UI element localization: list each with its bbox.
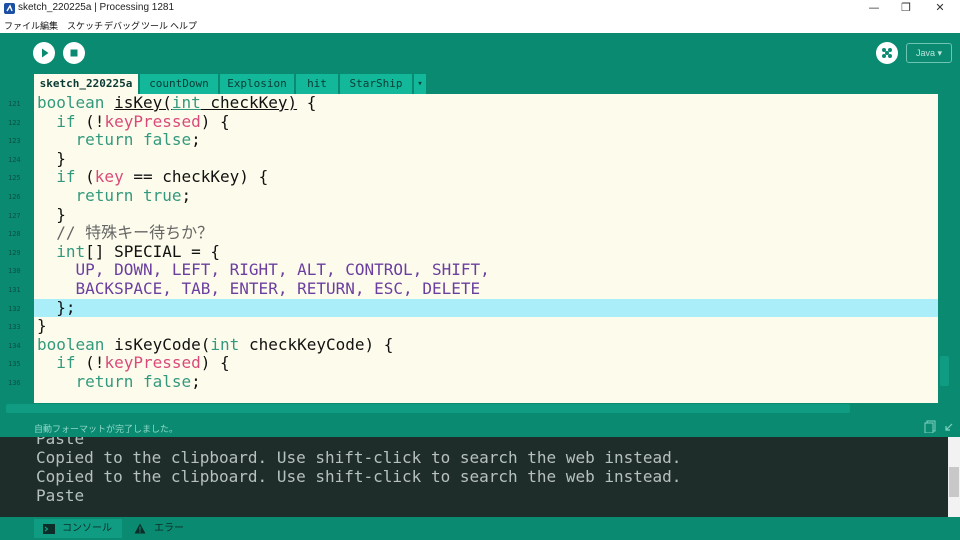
tab-hit[interactable]: hit [296,74,338,94]
tab-errors-label: エラー [154,523,184,534]
tab-countdown[interactable]: countDown [140,74,218,94]
code-line: 126 return true; [0,186,938,206]
menu-help[interactable]: ヘルプ [170,21,198,31]
code-line-current: 132 }; [0,297,938,318]
window-title: sketch_220225a | Processing 1281 [18,2,175,13]
line-number: 126 [8,193,21,201]
code-comment[interactable]: // 特殊キー待ちか？ [37,223,214,243]
copy-icon[interactable] [924,420,936,433]
code-editor[interactable]: 121 boolean isKey(int checkKey) { 122 if… [0,94,960,403]
menu-bar: ファイル 編集 スケッチ デバッグ ツール ヘルプ [0,17,960,33]
editor-background [34,94,938,403]
footer-bar: コンソール エラー [0,517,960,540]
run-button[interactable] [33,42,55,64]
line-number: 122 [8,118,21,127]
code-text[interactable]: return false; [75,372,201,391]
code-text[interactable]: boolean isKeyCode(int checkKeyCode) { [37,334,394,354]
code-line: 121 boolean isKey(int checkKey) { [0,94,938,113]
code-text[interactable]: if (!keyPressed) { [56,111,230,131]
code-line: 130 UP, DOWN, LEFT, RIGHT, ALT, CONTROL,… [0,261,938,280]
tab-starship[interactable]: StarShip [340,74,412,94]
code-text[interactable]: BACKSPACE, TAB, ENTER, RETURN, ESC, DELE… [75,279,481,298]
current-line-highlight [34,298,938,318]
line-number: 124 [8,155,21,164]
code-line: 123 return false; [0,130,938,150]
warning-icon [134,523,146,534]
code-line: 129 int[] SPECIAL = { [0,241,938,262]
editor-vertical-scrollbar[interactable] [940,356,949,386]
line-number: 135 [8,360,21,369]
code-text[interactable]: return true; [75,186,192,205]
code-text[interactable]: if (key == checkKey) { [56,167,269,187]
console-line: Copied to the clipboard. Use shift-click… [36,467,682,486]
code-text[interactable]: }; [37,297,76,317]
butterfly-icon [882,48,892,58]
code-text[interactable]: boolean isKey(int checkKey) { [37,94,317,112]
tab-sketch-220225a[interactable]: sketch_220225a [34,74,138,95]
terminal-icon [43,524,55,534]
collapse-icon[interactable] [944,422,954,432]
code-line: 124 } [0,148,938,169]
debug-button[interactable] [876,42,898,64]
stop-icon [70,49,78,57]
console-line: Paste [36,437,85,448]
line-number: 127 [8,211,21,220]
code-line: 134 boolean isKeyCode(int checkKeyCode) … [0,334,938,355]
code-line: 127 } [0,204,938,225]
line-number: 132 [8,304,21,313]
console-line: Paste [36,486,85,505]
line-number: 136 [8,379,21,387]
tab-console[interactable]: コンソール [34,519,122,538]
line-number: 125 [8,174,21,183]
status-bar: 自動フォーマットが完了しました。 [0,417,960,437]
title-bar: sketch_220225a | Processing 1281 — ❐ ✕ [0,0,960,17]
close-button[interactable]: ✕ [935,1,945,14]
code-text[interactable]: UP, DOWN, LEFT, RIGHT, ALT, CONTROL, SHI… [75,260,490,280]
editor-horizontal-scrollbar[interactable] [6,404,850,413]
line-number: 130 [8,267,21,276]
tab-explosion[interactable]: Explosion [220,74,294,94]
line-number: 121 [8,100,21,108]
code-text[interactable]: if (!keyPressed) { [56,353,230,373]
code-line: 125 if (key == checkKey) { [0,168,938,187]
code-text[interactable]: } [37,204,66,224]
menu-file[interactable]: ファイル [4,21,41,31]
line-number: 133 [8,323,21,332]
code-text[interactable]: } [37,148,66,168]
code-line: 128 // 特殊キー待ちか？ [0,223,938,243]
menu-debug[interactable]: デバッグ [104,21,141,31]
minimize-button[interactable]: — [868,1,880,14]
status-message: 自動フォーマットが完了しました。 [34,424,179,434]
code-text[interactable]: int[] SPECIAL = { [56,241,221,261]
mode-selector[interactable]: Java ▾ [906,43,952,63]
code-line: 122 if (!keyPressed) { [0,111,938,132]
line-number: 128 [8,230,21,239]
code-text[interactable]: } [37,316,47,336]
menu-tools[interactable]: ツール [141,21,169,31]
tab-menu-button[interactable]: ▾ [414,74,426,94]
toolbar: Java ▾ [0,33,960,73]
code-line: 136 return false; [0,372,938,392]
menu-edit[interactable]: 編集 [40,21,59,31]
tab-errors[interactable]: エラー [126,519,206,538]
console-scrollbar[interactable] [949,467,959,497]
line-number: 134 [8,341,21,350]
menu-sketch[interactable]: スケッチ [67,21,104,31]
stop-button[interactable] [63,42,85,64]
tab-console-label: コンソール [62,523,112,534]
processing-app-icon [4,3,15,14]
line-number: 131 [8,286,21,294]
code-line: 133 } [0,316,938,336]
code-line: 131 BACKSPACE, TAB, ENTER, RETURN, ESC, … [0,279,938,299]
console-line: Copied to the clipboard. Use shift-click… [36,448,682,467]
code-text[interactable]: return false; [75,130,201,150]
play-icon [42,48,49,58]
line-number: 123 [8,137,21,146]
maximize-button[interactable]: ❐ [901,1,911,14]
line-number: 129 [8,248,21,257]
code-line: 135 if (!keyPressed) { [0,354,938,373]
console-panel[interactable]: Paste Copied to the clipboard. Use shift… [0,437,960,517]
